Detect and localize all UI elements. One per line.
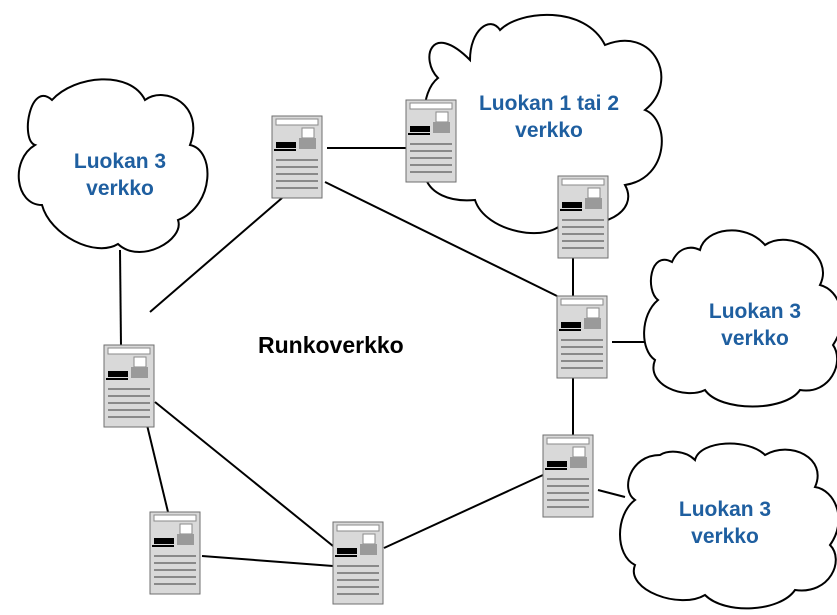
cloud-label: Luokan 3 verkko	[660, 496, 790, 550]
cloud-label-line: Luokan 3	[678, 498, 772, 521]
cloud-label: Luokan 1 tai 2 verkko	[460, 90, 638, 144]
connection-line	[324, 181, 558, 297]
connection-line	[154, 401, 334, 547]
cloud-label-line: verkko	[86, 177, 154, 200]
server-icon	[542, 434, 594, 518]
cloud-label-line: Luokan 3	[708, 300, 802, 323]
connection-line	[119, 249, 122, 347]
cloud-network-icon	[643, 229, 837, 408]
connection-line	[149, 197, 283, 313]
server-icon	[557, 175, 609, 259]
server-icon	[271, 115, 323, 199]
cloud-label-line: Luokan 1 tai 2	[478, 92, 620, 115]
cloud-network-icon	[619, 442, 837, 610]
server-icon	[556, 295, 608, 379]
connection-line	[597, 489, 626, 498]
connection-line	[201, 555, 334, 567]
server-icon	[103, 344, 155, 428]
cloud-label-line: verkko	[515, 119, 583, 142]
connections	[119, 147, 650, 567]
server-icon	[332, 521, 384, 605]
server-icon	[149, 511, 201, 595]
connection-line	[383, 474, 544, 549]
cloud-label-line: verkko	[691, 525, 759, 548]
cloud-network-icon	[17, 78, 209, 253]
connection-line	[146, 424, 169, 513]
backbone-label: Runkoverkko	[258, 332, 404, 358]
cloud-label: Luokan 3 verkko	[690, 298, 820, 352]
cloud-label-line: Luokan 3	[73, 150, 167, 173]
server-icon	[405, 99, 457, 183]
cloud-label-line: verkko	[721, 327, 789, 350]
cloud-label: Luokan 3 verkko	[55, 148, 185, 202]
